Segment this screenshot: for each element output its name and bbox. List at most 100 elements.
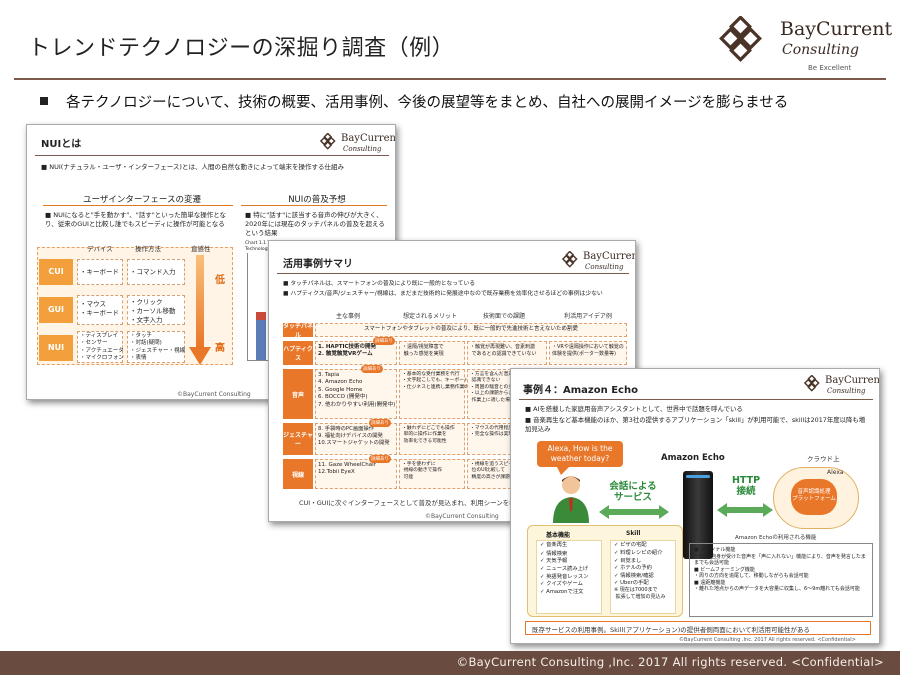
intuitive-arrow-icon [189,255,211,365]
basic-item: ✓ Amazonで注文 [540,589,584,596]
slide3-features-box: ■ パーソナル機能 ・Echo自身が受けた音声を「声に入れない」機能により、音声… [689,543,873,617]
logo-diamond-icon [803,374,820,392]
logo-diamond-icon [719,16,762,62]
slide1-right-note: ■ 特に"話す"に該当する音声の伸びが大きく、2020年には現在のタッチパネルの… [245,211,385,237]
slide2-col-ideas: 利活用アイデア例 [564,313,612,320]
slide1-section-left: ユーザインターフェースの変遷 [83,195,201,205]
basic-item: ✓ 天気予報 [540,558,568,565]
slide1-logo-sub: Consulting [343,145,382,153]
slide2-row-touch: タッチパネル [283,323,314,339]
slide1-section-right: NUIの普及予想 [288,195,346,205]
slide2-col-examples: 主な事例 [335,313,360,320]
basic-item: ✓ 情報検索 [540,550,568,557]
basic-item: ✓ ニュース読み上げ [540,566,589,573]
slide1-section-left-line [43,205,233,206]
slide2-row-gesture: ジェスチャー [283,423,313,455]
slide3-cloud-label: クラウド上 [807,455,840,463]
slide3-logo-name: BayCurrent [825,375,880,386]
main-bullet: 各テクノロジーについて、技術の概要、活用事例、今後の展望等をまとめ、自社への展開… [40,91,788,112]
skill-item: ✓ 料理レシピの紹介 [614,550,663,557]
slide3-title: 事例４：Amazon Echo [523,385,638,396]
slide2-logo-sub: Consulting [585,263,624,271]
slide1-nui-device: ・ディスプレイ ・センサー ・アクチュエータ ・マイクロフォン [77,331,124,363]
skill-item: ✓ 情報検索/確認 [614,572,654,579]
skill-item: ✓ ピザの宅配 [614,542,647,548]
slide2-haptics-issue: ・触覚が再現難い、音素刺激 であるとの認識できていない [467,341,547,365]
slide2-haptics-merit: ・遠隔/視覚障害で 触った感覚を実現 [399,341,465,365]
slide1-cui-device: ・キーボード [77,259,123,285]
logo-sub: Consulting [782,42,859,58]
slide2-title: 活用事例サマリ [283,259,353,270]
slide2-row-gaze: 視線 [283,459,313,489]
slide1-col-intuitive: 直感性 [191,245,211,253]
slide2-touch-text: スマートフォンやタブレットの普及により、既に一般的で先進技術と言えないため割愛 [315,323,627,337]
logo-tagline: Be Excellent [808,64,852,72]
double-arrow-icon [717,503,773,517]
bubble-tail-icon [557,467,569,475]
slide1-nui-method: ・タッチ ・対話(疑問) ・ジェスチャー・視線 ・表情 [127,331,185,363]
feature-item: ■ パーソナル機能 ・Echo自身が受けた音声を「声に入れない」機能により、音声… [694,547,866,566]
person-icon [553,476,589,523]
skill-item: ✓ 目覚まし [614,557,642,564]
slide2-col-merits: 想定されるメリット [402,313,457,320]
slide1-col-device: デバイス [87,245,113,253]
logo-name: BayCurrent [780,18,893,40]
mini-chart-bar [256,312,266,320]
slide1-logo: BayCurrent Consulting [319,132,395,155]
slide1-title: NUIとは [41,139,82,150]
slide2-haptics-items: 1. HAPTIC技術の開発 2. 触覚触覚VRゲーム [315,341,397,365]
slide2-bottom-message: CUI・GUIに次ぐインターフェースとして普及が見込まれ、利用シーンを模索中 [299,499,529,507]
slide3-bullet-1: ■ AIを搭載した家庭用音声アシスタントとして、世界中で話題を呼んでいる [525,405,743,413]
skill-item: ✓ ホテルの予約 [614,565,652,572]
slide3-center-label: 会話による サービス [609,481,657,504]
slide2-gaze-items: 11. Gaze WheelChair 12.Tobii EyeX [315,459,397,489]
slide2-voice-items: 3. Tapia 4. Amazon Echo 5. Google Home 6… [315,369,397,419]
mini-chart-bar [256,320,266,360]
echo-light-ring [686,475,710,478]
logo-diamond-icon [561,250,578,268]
slide2-gesture-items: 8. 手袋時のPC画面操作 9. 福祉向けデバイスの開発 10.スマートジャケッ… [315,423,397,455]
page-title: トレンドテクノロジーの深掘り調査（例） [28,36,455,61]
slide2-haptics-idea: ・VRや遠隔操作において触覚の体験を提供(ポーター数量等) [549,341,627,365]
slide2-col-issues: 技術面での課題 [482,313,525,320]
double-arrow-icon [599,505,669,519]
footer-copyright: ©BayCurrent Consulting ,Inc. 2017 All ri… [456,655,884,669]
slide1-footer: ©BayCurrent Consulting [177,391,251,398]
slide1-low-label: 低 [215,275,225,286]
slide3-skill-list: ✓ ピザの宅配 ✓ 料理レシピの紹介 ✓ 目覚まし ✓ ホテルの予約 ✓ 情報検… [610,540,676,614]
slide1-section-right-line [241,205,387,206]
slide2-rule [277,273,629,274]
feature-item: ■ 遠距離機能 ・離れた地点からの声データを大容量に収集し、6〜9m離れても会話… [694,579,860,593]
slide3-rule [519,399,873,400]
logo-diamond-icon [319,132,336,150]
slide3-logo-sub: Consulting [827,387,866,395]
echo-device-icon [683,471,713,559]
slide3-caption: Amazon Echoの利用される機能 [735,535,817,541]
bullet-square-icon [40,97,48,105]
footer-bar: ©BayCurrent Consulting ,Inc. 2017 All ri… [0,651,900,675]
slide3-speech-bubble: Alexa, How is the weather today? [537,441,623,467]
slide2-bullet-2: ■ ハプティクス/音声/ジェスチャー/視線は、まだまだ技術的に発展途中なので既存… [283,291,603,297]
slide2-detail-badge: 詳細あり [369,455,391,463]
basic-item: ✓ 英語発音レッスン [540,573,589,580]
slide3-functions-box: 基本機能 Skill ✓ 音楽再生 ✓ 情報検索 ✓ 天気予報 ✓ ニュース読み… [527,525,683,617]
slide3-note: 既存サービスの利用事例。Skill(アプリケーション)の提供者側両面において利活… [525,621,871,635]
basic-item: ✓ クイズやゲーム [540,581,583,588]
skill-item: ✓ Uberの手配 [614,580,649,587]
slide1-cui-method: ・コマンド入力 [127,259,185,285]
slide2-detail-badge: 詳細あり [373,337,395,345]
skill-item: ※ 現在は7000まで 拡張して増加の見込み [614,587,666,600]
slide2-footer: ©BayCurrent Consulting [425,513,499,520]
slide2-logo: BayCurrent Consulting [561,250,635,273]
slide1-high-label: 高 [215,343,225,354]
slide1-gui-device: ・マウス ・キーボード [77,295,123,325]
slide2-row-haptics: ハプティクス [283,341,313,365]
slide2-voice-merit: ・基本的な受付業務を代行 ・文字起こしでも、キーボード入力不要 ・仕ジネスと連携… [399,369,488,419]
slide1-row-cui: CUI [39,259,73,285]
slide3-bullet-2: ■ 音楽再生など基本機能のほか、第3社の提供するアプリケーション「skill」が… [525,416,866,433]
slide3-brain-platform: 音声認識処理 プラットフォーム [791,479,837,515]
slide1-col-method: 操作方法 [135,245,161,253]
slide2-bullet-1: ■ タッチパネルは、スマートフォンの普及により既に一般的となっている [283,281,476,287]
slide3-device-label: Amazon Echo [661,453,725,463]
feature-item: ■ ビームフォーミング機能 ・周りの方向を追尾して、移動しながらも会話可能 [694,566,809,580]
